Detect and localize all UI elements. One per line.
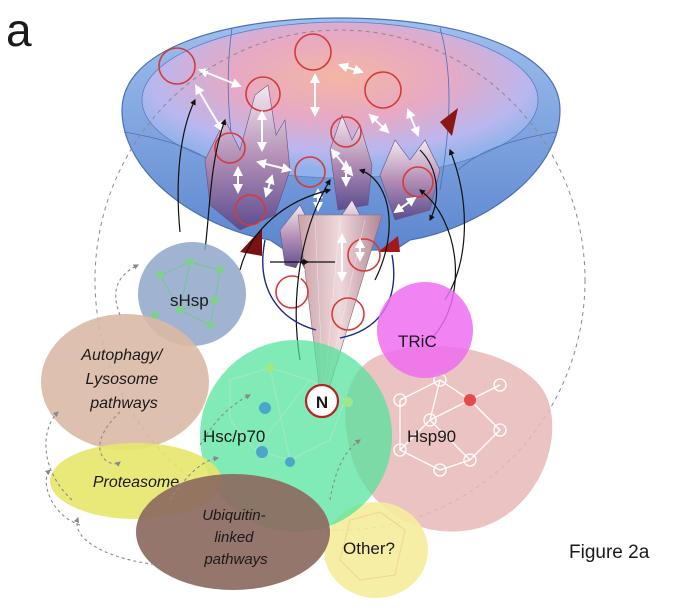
- misfolded-state: [158, 47, 196, 85]
- hsp90-label: Hsp90: [407, 427, 456, 446]
- degradation-arrows: [44, 264, 361, 566]
- svg-text:Autophagy/ Lysosome: Autophagy/ Lysosome pathways: [80, 347, 166, 412]
- shsp-network: sHsp: [138, 242, 246, 346]
- panel-letter: a: [6, 4, 32, 56]
- autophagy-line-2: Lysosome: [85, 371, 158, 388]
- autophagy-pathway: Autophagy/ Lysosome pathways: [41, 314, 209, 450]
- hsp90-network: Hsp90: [345, 345, 553, 532]
- native-state: N: [304, 383, 340, 419]
- misfolded-state: [275, 275, 309, 309]
- misfolded-state: [402, 166, 434, 198]
- funnel-outline: [94, 29, 586, 531]
- hsc70-label: Hsc/p70: [203, 427, 265, 446]
- shsp-label: sHsp: [170, 291, 209, 310]
- native-state-label: N: [316, 393, 328, 412]
- interconversion-arrows: [194, 62, 420, 282]
- tric-label: TRiC: [398, 332, 437, 351]
- misfolded-state: [234, 194, 266, 226]
- other-label: Other?: [343, 539, 395, 558]
- autophagy-line-1: Autophagy/: [80, 347, 164, 364]
- energy-funnel: [94, 17, 586, 531]
- misfolded-state: [330, 116, 362, 148]
- ubiquitin-line-3: pathways: [203, 551, 268, 568]
- tric-network: TRiC: [377, 282, 473, 378]
- proteasome-label: Proteasome: [93, 474, 179, 491]
- chaperone-action-arrows: [177, 98, 466, 361]
- ubiquitin-pathway: Ubiquitin- linked pathways: [136, 474, 330, 590]
- other-network: Other?: [324, 502, 428, 598]
- misfolded-state: [214, 132, 246, 164]
- misfolded-state: [331, 297, 365, 331]
- ubiquitin-line-1: Ubiquitin-: [202, 507, 265, 524]
- figure-label: Figure 2a: [569, 542, 650, 563]
- autophagy-line-3: pathways: [89, 395, 158, 412]
- misfolded-states: [158, 33, 434, 331]
- misfolded-state: [364, 71, 402, 109]
- misfolded-state: [294, 33, 332, 71]
- energy-landscape-peaks: [204, 84, 458, 276]
- svg-text:Ubiquitin- linked: Ubiquitin- linked pathways: [202, 507, 270, 568]
- misfolded-state: [294, 156, 326, 188]
- ubiquitin-line-2: linked: [214, 529, 254, 546]
